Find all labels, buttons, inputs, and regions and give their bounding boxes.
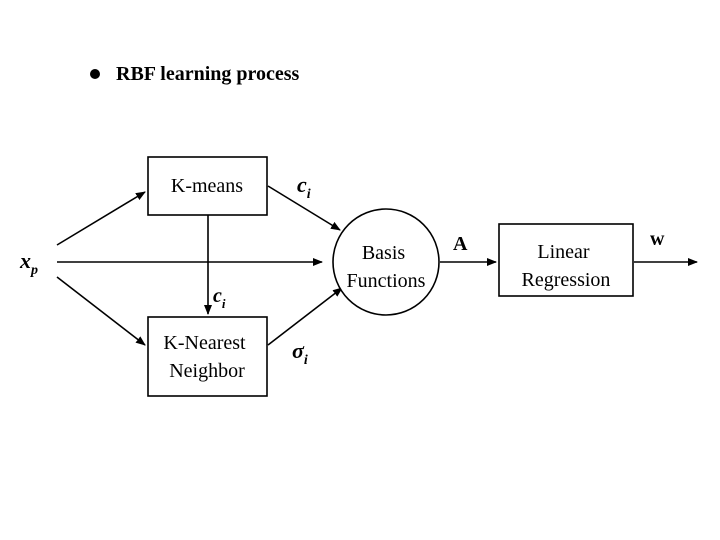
- kmeans-label: K-means: [171, 175, 243, 197]
- svg-text:Linear Regression: Linear Regression: [522, 241, 611, 291]
- svg-text:K-Nearest Neighbor: K-Nearest Neighbor: [163, 332, 250, 382]
- linear-regression-node: Linear Regression: [498, 223, 634, 297]
- w-label: w: [650, 228, 665, 250]
- basis-label-line-2: Functions: [347, 270, 426, 292]
- linreg-label-line-2: Regression: [522, 269, 611, 291]
- input-label-xp: xp: [19, 248, 38, 278]
- heading-title: RBF learning process: [116, 63, 300, 85]
- sigma-label: σi: [292, 338, 308, 368]
- edge-kmeans-to-basis: [267, 185, 341, 231]
- knn-label-line-1: K-Nearest: [163, 332, 246, 354]
- centers-label-top: ci: [297, 172, 311, 202]
- knn-label-line-2: Neighbor: [169, 360, 245, 382]
- knn-node: K-Nearest Neighbor: [147, 316, 268, 397]
- edge-knn-to-basis: [267, 287, 343, 346]
- bullet-icon: [90, 69, 100, 79]
- basis-functions-node: Basis Functions: [332, 208, 440, 316]
- svg-text:Basis Functions: Basis Functions: [347, 242, 426, 292]
- edge-xp-to-knn: [56, 276, 146, 346]
- a-label: A: [453, 233, 468, 255]
- basis-label-line-1: Basis: [362, 242, 406, 264]
- centers-label-mid: ci: [213, 285, 226, 311]
- edge-xp-to-kmeans: [56, 191, 146, 246]
- linreg-label-line-1: Linear: [537, 241, 590, 263]
- kmeans-node: K-means: [147, 156, 268, 216]
